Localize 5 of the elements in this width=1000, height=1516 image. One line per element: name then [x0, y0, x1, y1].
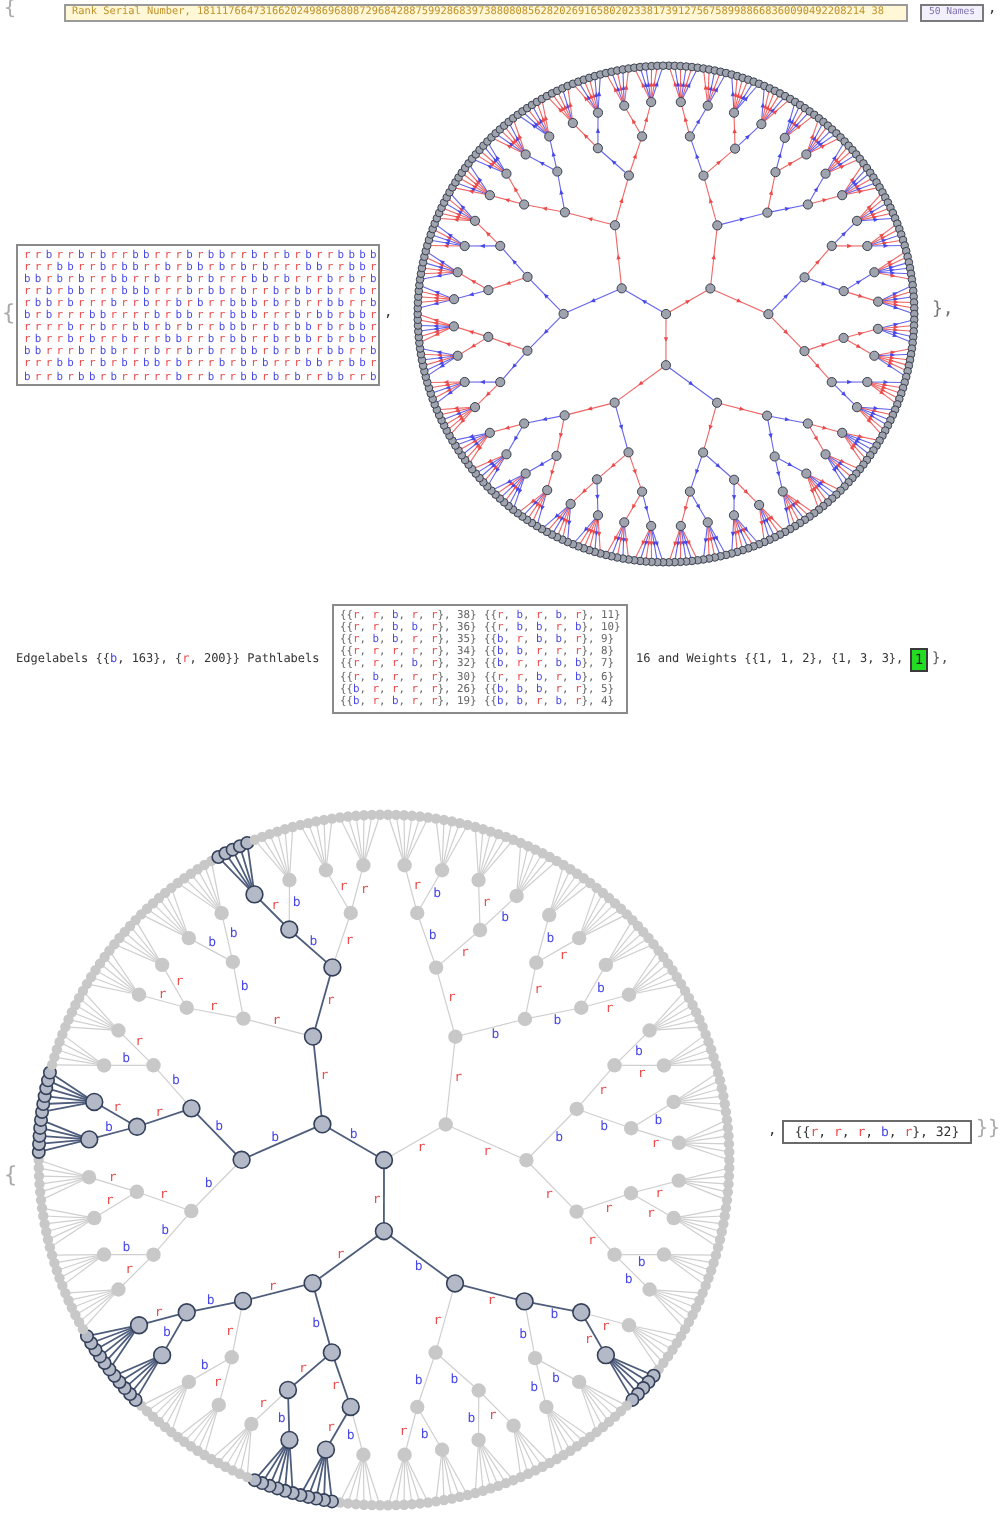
edge-label-grid — [16, 244, 380, 386]
list-brace: { — [4, 1164, 18, 1186]
list-brace: }, — [932, 302, 954, 320]
path-label-table — [332, 604, 628, 714]
list-brace: { — [2, 302, 16, 324]
